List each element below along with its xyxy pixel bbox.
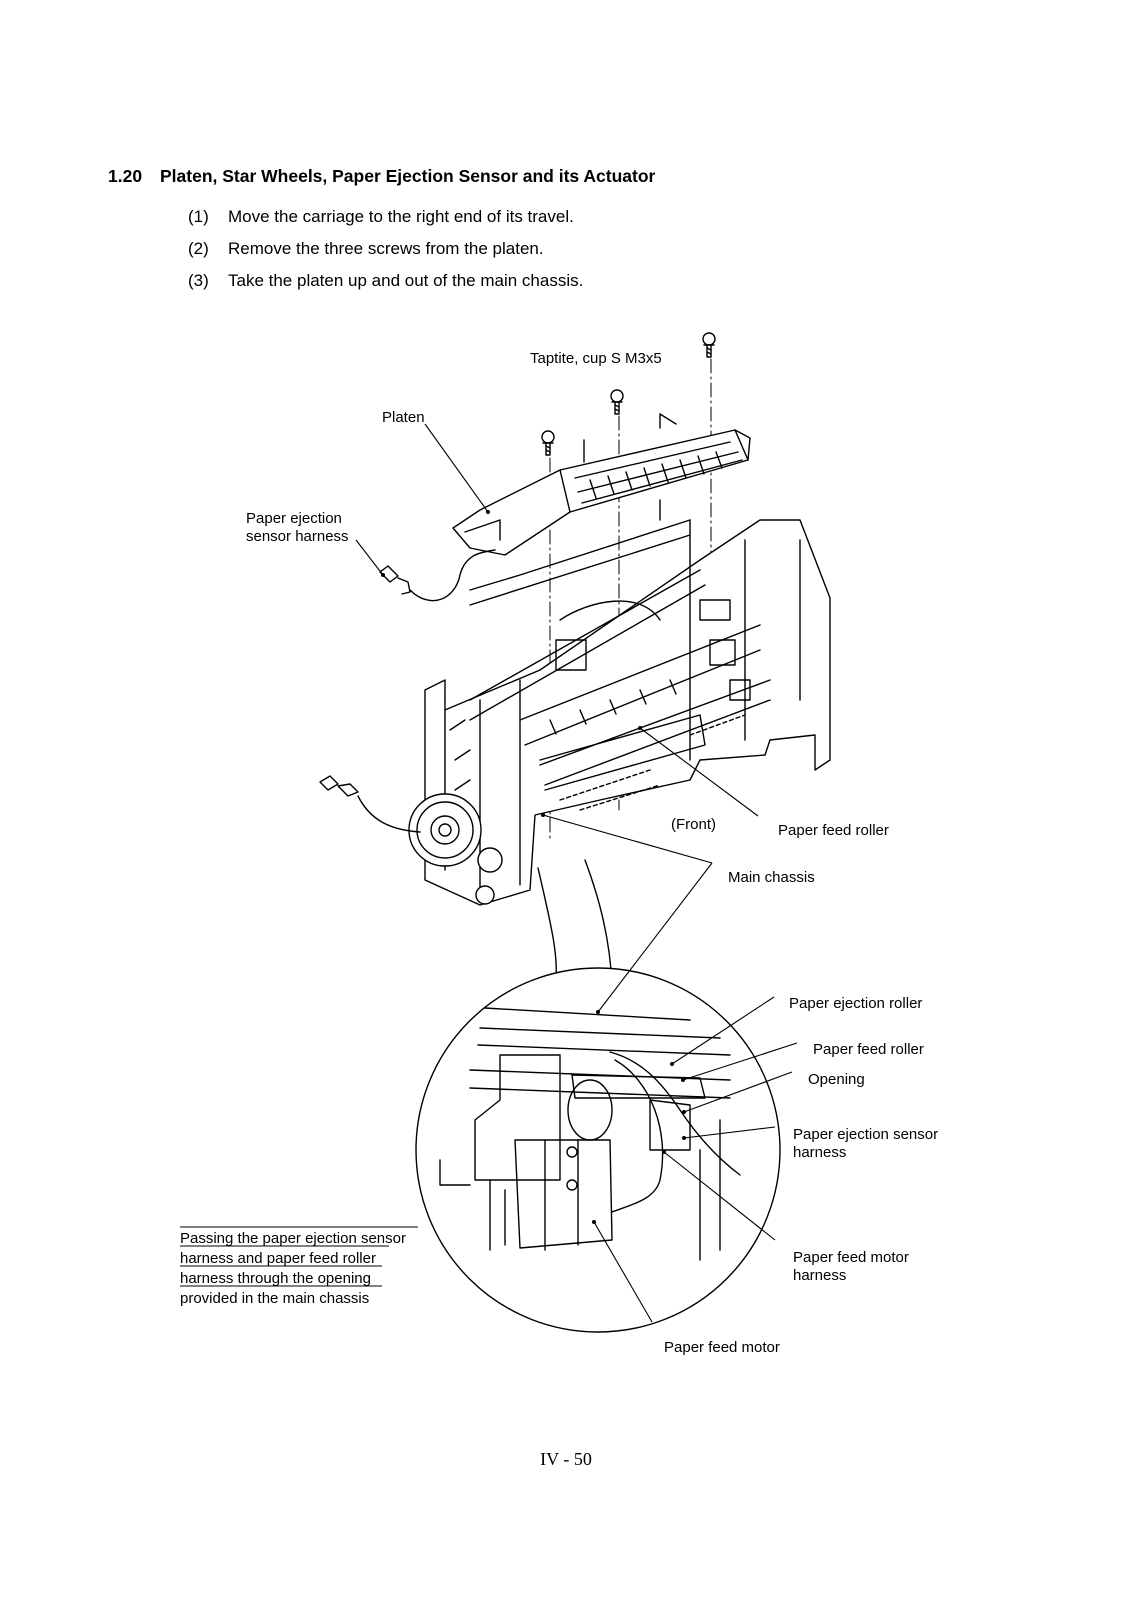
label-paper-ejection-harness-line2: sensor harness xyxy=(246,528,349,545)
step-number: (1) xyxy=(188,207,209,226)
section-title: Platen, Star Wheels, Paper Ejection Sens… xyxy=(160,166,656,186)
label-paper-feed-roller-top: Paper feed roller xyxy=(778,822,889,839)
note-line3: harness through the opening xyxy=(180,1270,371,1287)
screw-icon xyxy=(610,389,624,415)
note-line4: provided in the main chassis xyxy=(180,1290,369,1307)
label-platen: Platen xyxy=(382,409,425,426)
note-underlines xyxy=(180,1226,418,1287)
label-paper-ejection-harness-line1: Paper ejection xyxy=(246,510,342,527)
platen xyxy=(452,413,751,556)
label-motor-harness-line1: Paper feed motor xyxy=(793,1249,909,1266)
step-number: (2) xyxy=(188,239,209,258)
screw-icon xyxy=(702,332,716,358)
step-1: (1) Move the carriage to the right end of… xyxy=(188,207,574,227)
leader-dots xyxy=(381,510,686,1224)
label-front: (Front) xyxy=(671,816,716,833)
screw-icon xyxy=(541,430,555,456)
label-paper-feed-roller: Paper feed roller xyxy=(813,1041,924,1058)
note-line1: Passing the paper ejection sensor xyxy=(180,1230,406,1247)
section-number: 1.20 xyxy=(108,166,143,186)
step-text: Take the platen up and out of the main c… xyxy=(228,271,584,290)
step-text: Move the carriage to the right end of it… xyxy=(228,207,574,226)
label-motor-harness-line2: harness xyxy=(793,1267,846,1284)
step-number: (3) xyxy=(188,271,209,290)
paper-feed-motor-harness xyxy=(319,775,421,833)
step-text: Remove the three screws from the platen. xyxy=(228,239,544,258)
section-heading: 1.20 Platen, Star Wheels, Paper Ejection … xyxy=(108,166,655,187)
page-number: IV - 50 xyxy=(540,1449,592,1469)
paper-ejection-sensor-harness xyxy=(379,549,496,602)
main-chassis xyxy=(424,519,831,906)
step-3: (3) Take the platen up and out of the mai… xyxy=(188,271,583,291)
gear-assembly xyxy=(408,793,503,905)
label-ejection-sensor-harness-line2: harness xyxy=(793,1144,846,1161)
step-2: (2) Remove the three screws from the plat… xyxy=(188,239,544,259)
leader-lines xyxy=(355,423,798,1323)
label-main-chassis: Main chassis xyxy=(728,869,815,886)
label-opening: Opening xyxy=(808,1071,865,1088)
label-screw: Taptite, cup S M3x5 xyxy=(530,350,662,367)
printer-mechanism-drawing xyxy=(319,332,831,1333)
label-paper-feed-motor: Paper feed motor xyxy=(664,1339,780,1356)
label-paper-ejection-roller: Paper ejection roller xyxy=(789,995,922,1012)
label-ejection-sensor-harness-line1: Paper ejection sensor xyxy=(793,1126,938,1143)
detail-magnified-view xyxy=(415,967,781,1333)
note-line2: harness and paper feed roller xyxy=(180,1250,376,1267)
